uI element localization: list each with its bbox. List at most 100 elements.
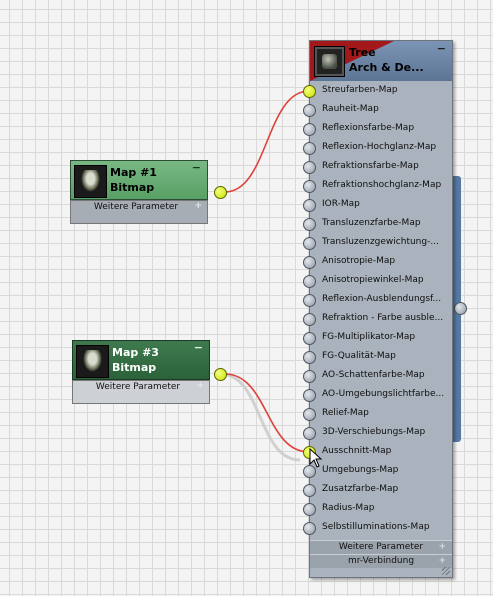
wire-map3-ausschnitt bbox=[224, 373, 310, 453]
bitmap-node-title: Map #1 Bitmap bbox=[110, 165, 157, 195]
bitmap-node-type: Bitmap bbox=[110, 181, 155, 194]
map-slot[interactable]: Transluzenzgewichtung-... bbox=[303, 234, 452, 253]
map-slot-label: Ausschnitt-Map bbox=[322, 446, 392, 456]
map-slot-label: Rauheit-Map bbox=[322, 104, 379, 114]
wire-shadow bbox=[220, 372, 301, 462]
input-port[interactable] bbox=[303, 332, 316, 345]
map-slot[interactable]: IOR-Map bbox=[303, 196, 452, 215]
map-slot[interactable]: 3D-Verschiebungs-Map bbox=[303, 424, 452, 443]
map-slot[interactable]: Selbstilluminations-Map bbox=[303, 519, 452, 538]
map-slot-label: FG-Qualität-Map bbox=[322, 351, 396, 361]
map-slot[interactable]: Refraktion - Farbe ausble... bbox=[303, 310, 452, 329]
map-slot[interactable]: Relief-Map bbox=[303, 405, 452, 424]
input-port[interactable] bbox=[303, 199, 316, 212]
parameters-rollout[interactable]: Weitere Parameter + bbox=[72, 380, 210, 404]
wire-map1-streufarben bbox=[224, 90, 310, 193]
map-slot[interactable]: Reflexionsfarbe-Map bbox=[303, 120, 452, 139]
bitmap-node-header[interactable]: Map #1 Bitmap − bbox=[70, 160, 208, 200]
mr-connection-rollout[interactable]: mr-Verbindung + bbox=[310, 554, 452, 568]
map-slot[interactable]: FG-Multiplikator-Map bbox=[303, 329, 452, 348]
map-slot-label: Reflexion-Ausblendungsf... bbox=[322, 294, 442, 304]
input-port[interactable] bbox=[303, 408, 316, 421]
input-port[interactable] bbox=[303, 161, 316, 174]
map-slot-label: Refraktion - Farbe ausble... bbox=[322, 313, 444, 323]
bitmap-node-header[interactable]: Map #3 Bitmap − bbox=[72, 340, 210, 380]
material-thumbnail bbox=[314, 46, 345, 77]
input-port[interactable] bbox=[303, 484, 316, 497]
tree-thumbnail bbox=[74, 165, 107, 198]
map-slot[interactable]: AO-Umgebungslichtfarbe... bbox=[303, 386, 452, 405]
expand-icon[interactable]: + bbox=[438, 556, 446, 566]
bitmap-output-port[interactable] bbox=[214, 368, 227, 381]
map-slot[interactable]: Zusatzfarbe-Map bbox=[303, 481, 452, 500]
input-port[interactable] bbox=[303, 142, 316, 155]
map-slot[interactable]: Umgebungs-Map bbox=[303, 462, 452, 481]
map-slot-label: Transluzenzgewichtung-... bbox=[322, 237, 439, 247]
map-slot[interactable]: Anisotropie-Map bbox=[303, 253, 452, 272]
map-slot[interactable]: FG-Qualität-Map bbox=[303, 348, 452, 367]
material-output-port[interactable] bbox=[454, 302, 467, 315]
parameters-rollout-label: Weitere Parameter bbox=[93, 202, 179, 212]
input-port[interactable] bbox=[303, 294, 316, 307]
input-port[interactable] bbox=[303, 237, 316, 250]
bitmap-output-port[interactable] bbox=[214, 186, 227, 199]
map-slot[interactable]: Reflexion-Ausblendungsf... bbox=[303, 291, 452, 310]
material-name: Tree bbox=[349, 46, 376, 59]
input-port[interactable] bbox=[303, 389, 316, 402]
parameters-rollout-label: Weitere Parameter bbox=[95, 382, 181, 392]
input-port[interactable] bbox=[303, 123, 316, 136]
input-port[interactable] bbox=[303, 465, 316, 478]
map-slot[interactable]: Streufarben-Map bbox=[303, 82, 452, 101]
parameters-rollout[interactable]: Weitere Parameter + bbox=[70, 200, 208, 224]
input-port[interactable] bbox=[303, 427, 316, 440]
input-port[interactable] bbox=[303, 104, 316, 117]
bitmap-node-map3[interactable]: Map #3 Bitmap − Weitere Parameter + bbox=[72, 340, 210, 404]
input-port[interactable] bbox=[303, 180, 316, 193]
input-port[interactable] bbox=[303, 522, 316, 535]
expand-icon[interactable]: + bbox=[438, 542, 446, 552]
input-port[interactable] bbox=[303, 85, 316, 98]
tree-thumbnail bbox=[76, 345, 109, 378]
map-slot[interactable]: Transluzenzfarbe-Map bbox=[303, 215, 452, 234]
map-slot-label: IOR-Map bbox=[322, 199, 360, 209]
map-slot[interactable]: Refraktionsfarbe-Map bbox=[303, 158, 452, 177]
input-port[interactable] bbox=[303, 218, 316, 231]
parameters-rollout[interactable]: Weitere Parameter + bbox=[310, 540, 452, 554]
input-port[interactable] bbox=[303, 256, 316, 269]
material-node-header[interactable]: Tree Arch & De... − bbox=[310, 41, 452, 81]
map-slot[interactable]: AO-Schattenfarbe-Map bbox=[303, 367, 452, 386]
map-slot-label: Refraktionsfarbe-Map bbox=[322, 161, 419, 171]
parameters-rollout-label: Weitere Parameter bbox=[338, 542, 424, 552]
map-slot-label: Zusatzfarbe-Map bbox=[322, 484, 399, 494]
input-port[interactable] bbox=[303, 503, 316, 516]
expand-icon[interactable]: + bbox=[196, 381, 204, 391]
map-slot-label: Anisotropie-Map bbox=[322, 256, 396, 266]
bitmap-node-name: Map #1 bbox=[110, 166, 157, 179]
map-slot[interactable]: Ausschnitt-Map bbox=[303, 443, 452, 462]
material-node-title: Tree Arch & De... bbox=[349, 45, 424, 75]
map-slot[interactable]: Reflexion-Hochglanz-Map bbox=[303, 139, 452, 158]
map-slot[interactable]: Radius-Map bbox=[303, 500, 452, 519]
map-slot-label: Relief-Map bbox=[322, 408, 369, 418]
map-slot[interactable]: Anisotropiewinkel-Map bbox=[303, 272, 452, 291]
input-port[interactable] bbox=[303, 275, 316, 288]
map-slot-label: Streufarben-Map bbox=[322, 85, 398, 95]
minimize-button[interactable]: − bbox=[193, 341, 203, 354]
bitmap-node-name: Map #3 bbox=[112, 346, 159, 359]
map-slot-label: AO-Umgebungslichtfarbe... bbox=[322, 389, 445, 399]
resize-grip[interactable] bbox=[442, 567, 450, 575]
map-slot[interactable]: Rauheit-Map bbox=[303, 101, 452, 120]
expand-icon[interactable]: + bbox=[194, 201, 202, 211]
input-port[interactable] bbox=[303, 313, 316, 326]
map-slot[interactable]: Refraktionshochglanz-Map bbox=[303, 177, 452, 196]
bitmap-node-map1[interactable]: Map #1 Bitmap − Weitere Parameter + bbox=[70, 160, 208, 224]
input-port[interactable] bbox=[303, 370, 316, 383]
map-slot-label: Refraktionshochglanz-Map bbox=[322, 180, 442, 190]
minimize-button[interactable]: − bbox=[191, 161, 201, 174]
input-port[interactable] bbox=[303, 351, 316, 364]
material-type: Arch & De... bbox=[349, 61, 424, 74]
mr-connection-label: mr-Verbindung bbox=[347, 556, 415, 566]
minimize-button[interactable]: − bbox=[436, 42, 446, 55]
